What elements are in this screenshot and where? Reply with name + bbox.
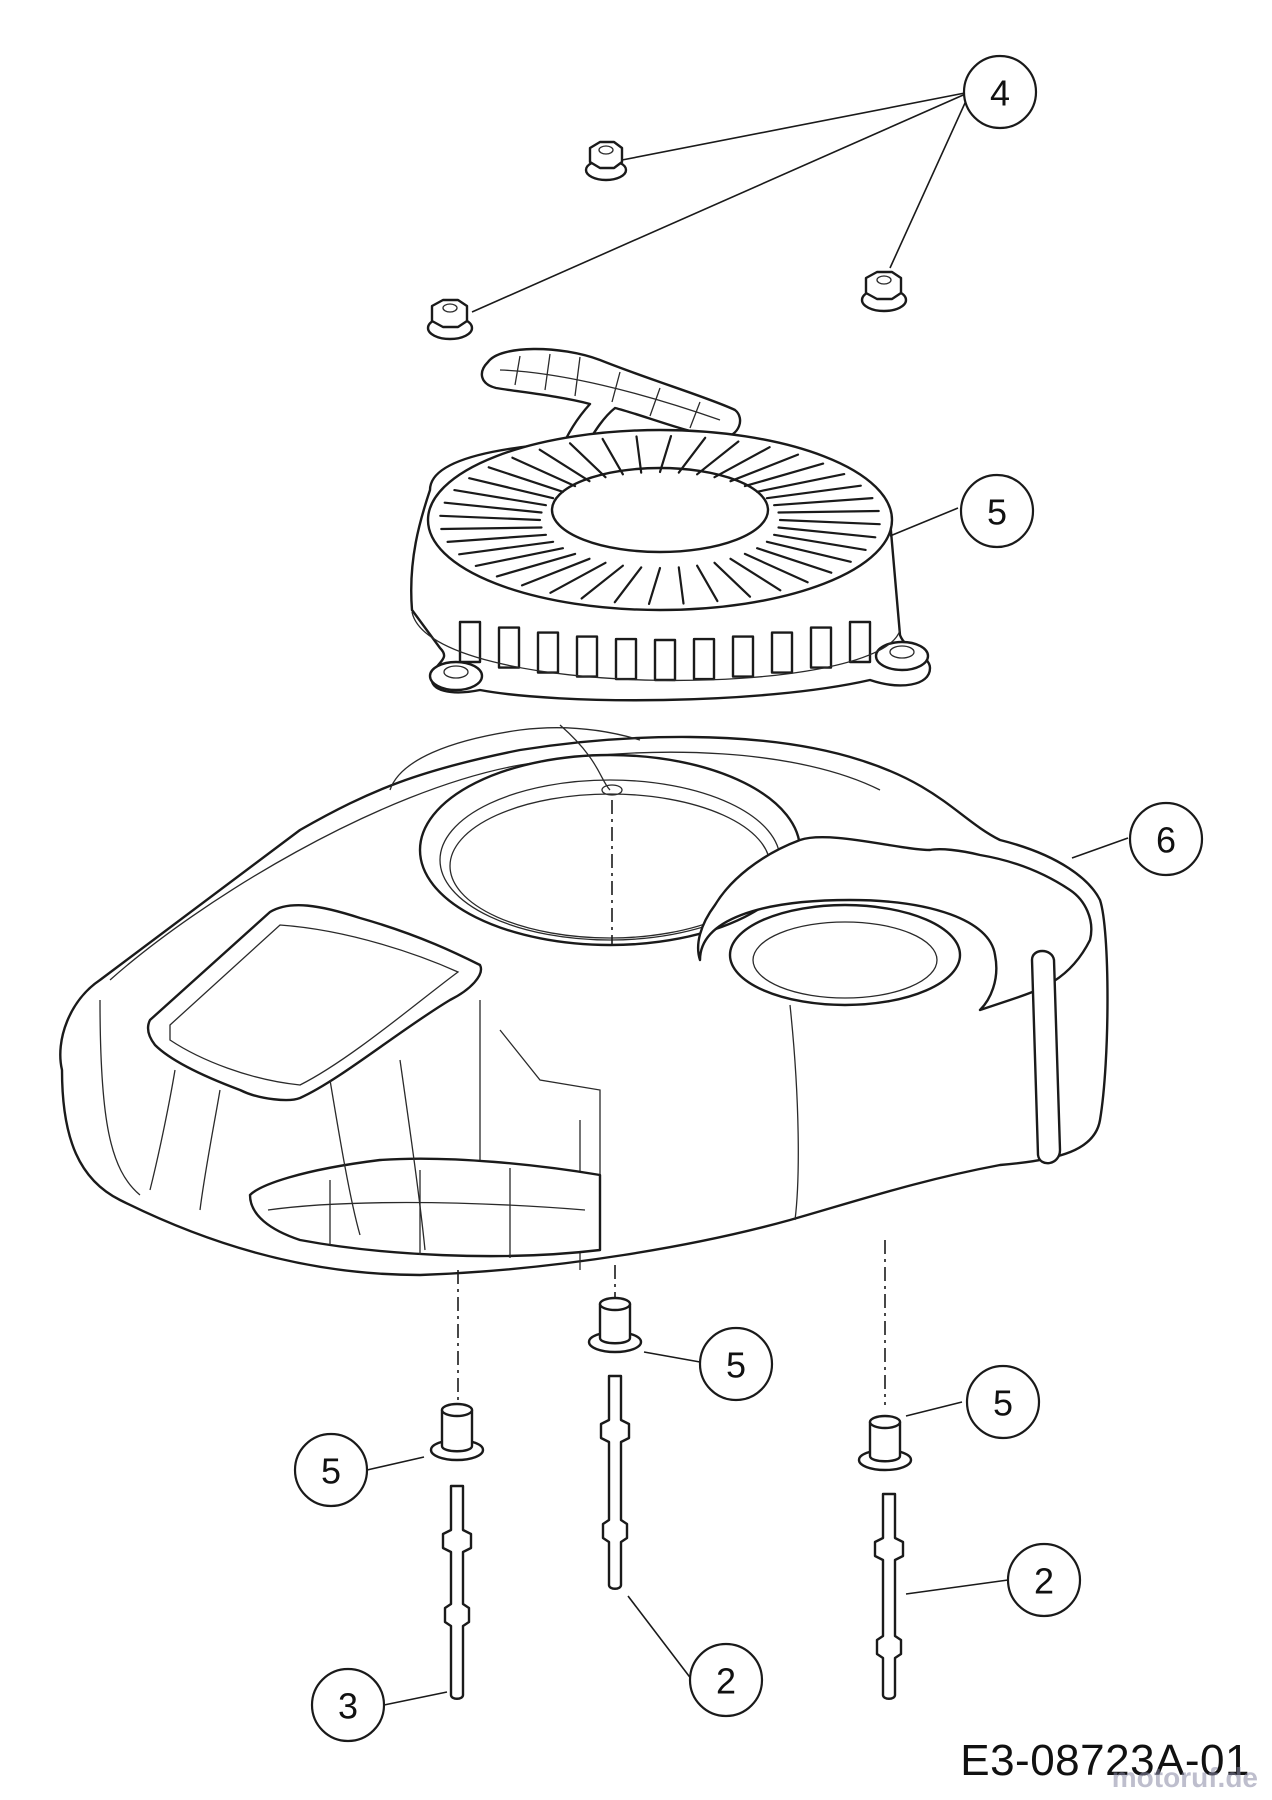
starter-fin: [487, 466, 565, 493]
callout-5-starter: 5: [959, 473, 1035, 549]
starter-fin: [635, 435, 643, 474]
starter-fin: [511, 456, 577, 488]
starter-side-slot: [653, 638, 677, 682]
starter-fin: [677, 436, 707, 474]
callout-4-nuts: 4: [962, 54, 1038, 130]
starter-fin: [713, 561, 752, 598]
svg-text:2: 2: [716, 1661, 736, 1702]
svg-text:5: 5: [993, 1383, 1013, 1424]
starter-fin: [458, 540, 555, 556]
bolt-right: [873, 1492, 905, 1700]
drawing-code: E3-08723A-01: [960, 1736, 1250, 1785]
starter-fin: [538, 448, 591, 483]
bolt-center: [599, 1374, 631, 1590]
starter-fin: [777, 526, 877, 539]
starter-fin: [677, 566, 685, 605]
starter-fin: [474, 547, 565, 568]
starter-fin: [778, 518, 881, 526]
callout-5-spacer-right: 5: [965, 1364, 1041, 1440]
starter-fin: [443, 501, 543, 514]
svg-text:3: 3: [338, 1686, 358, 1727]
callout-2-bolt-center: 2: [688, 1642, 764, 1718]
starter-fin: [743, 552, 809, 584]
spacer-right: [857, 1414, 913, 1472]
starter-fin: [777, 509, 880, 514]
blower-housing: [59, 724, 1109, 1277]
starter-fin: [520, 557, 591, 587]
spacer-left: [429, 1402, 485, 1462]
flange-nut-right: [860, 270, 908, 313]
leader-lines: [366, 91, 1129, 1706]
starter-fin: [440, 526, 543, 531]
starter-fin: [765, 540, 852, 563]
spacer-center: [587, 1296, 643, 1354]
starter-fin: [695, 440, 740, 476]
recoil-starter: [410, 347, 932, 702]
starter-side-slots: [458, 620, 872, 682]
starter-side-slot: [692, 637, 716, 681]
starter-fin: [453, 489, 548, 507]
starter-fin: [695, 564, 719, 603]
starter-side-slot: [809, 626, 833, 669]
callout-5-spacer-center: 5: [698, 1326, 774, 1402]
starter-fin: [743, 462, 825, 488]
starter-side-slot: [536, 631, 560, 674]
starter-fin: [439, 514, 542, 522]
starter-side-slot: [770, 631, 794, 674]
svg-text:2: 2: [1034, 1561, 1054, 1602]
starter-side-slot: [731, 635, 755, 678]
svg-text:5: 5: [987, 492, 1007, 533]
svg-text:5: 5: [321, 1451, 341, 1492]
starter-fin: [755, 473, 846, 493]
starter-side-slot: [497, 626, 521, 669]
callout-2-bolt-right: 2: [1006, 1542, 1082, 1618]
starter-side-slot: [848, 620, 872, 664]
starter-fin: [601, 437, 625, 476]
starter-fin: [446, 533, 548, 544]
starter-fin: [765, 484, 862, 500]
starter-side-slot: [575, 635, 599, 678]
starter-fin: [580, 564, 625, 600]
flange-nut-left: [426, 298, 474, 341]
starter-fins: [439, 435, 881, 606]
starter-fin: [729, 557, 782, 592]
starter-side-slot: [458, 620, 482, 664]
svg-text:6: 6: [1156, 820, 1176, 861]
callout-6-housing: 6: [1128, 801, 1204, 877]
svg-text:5: 5: [726, 1345, 746, 1386]
starter-fin: [647, 566, 662, 606]
starter-fin: [729, 453, 800, 483]
callout-5-spacer-left: 5: [293, 1432, 369, 1508]
starter-fin: [549, 561, 607, 594]
starter-fin: [713, 446, 771, 479]
flange-nut-top: [584, 140, 628, 182]
starter-fin: [755, 547, 833, 574]
starter-fin: [613, 566, 643, 604]
callout-3-bolt-left: 3: [310, 1667, 386, 1743]
starter-fin: [772, 497, 874, 507]
starter-fin: [772, 533, 867, 552]
starter-fin: [468, 477, 555, 500]
bolt-left: [441, 1484, 473, 1700]
watermark-logo: motoruf.de: [1111, 1762, 1258, 1793]
starter-fin: [658, 435, 673, 474]
starter-fin: [495, 552, 577, 578]
svg-text:4: 4: [990, 73, 1010, 114]
starter-fin: [568, 442, 607, 479]
starter-side-slot: [614, 637, 638, 681]
